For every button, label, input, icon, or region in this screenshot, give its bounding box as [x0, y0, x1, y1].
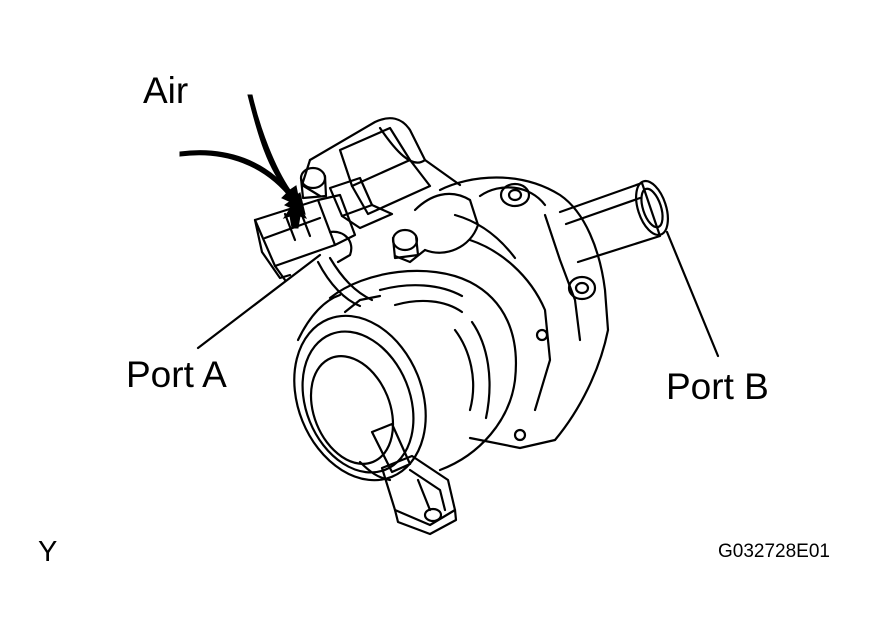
port-b-label: Port B	[666, 366, 769, 407]
air-arrow-curved-lower	[179, 150, 306, 215]
port-b-tube	[558, 179, 669, 264]
air-label: Air	[143, 70, 189, 111]
electrical-connector	[358, 422, 458, 536]
corner-mark-label: Y	[38, 536, 58, 568]
motor-cylinder	[293, 269, 517, 482]
leader-lines	[196, 230, 720, 358]
pump-head-housing	[438, 176, 610, 450]
hose-line	[316, 256, 374, 308]
air-arrow-curved-upper	[247, 94, 301, 207]
air-arrows	[179, 94, 308, 229]
air-arrow-small	[282, 199, 308, 229]
figure-code-label: G032728E01	[718, 541, 830, 562]
port-a-label: Port A	[126, 354, 227, 395]
port-a-leader	[196, 253, 322, 350]
valve-body	[299, 117, 480, 264]
port-b-leader	[665, 230, 720, 358]
